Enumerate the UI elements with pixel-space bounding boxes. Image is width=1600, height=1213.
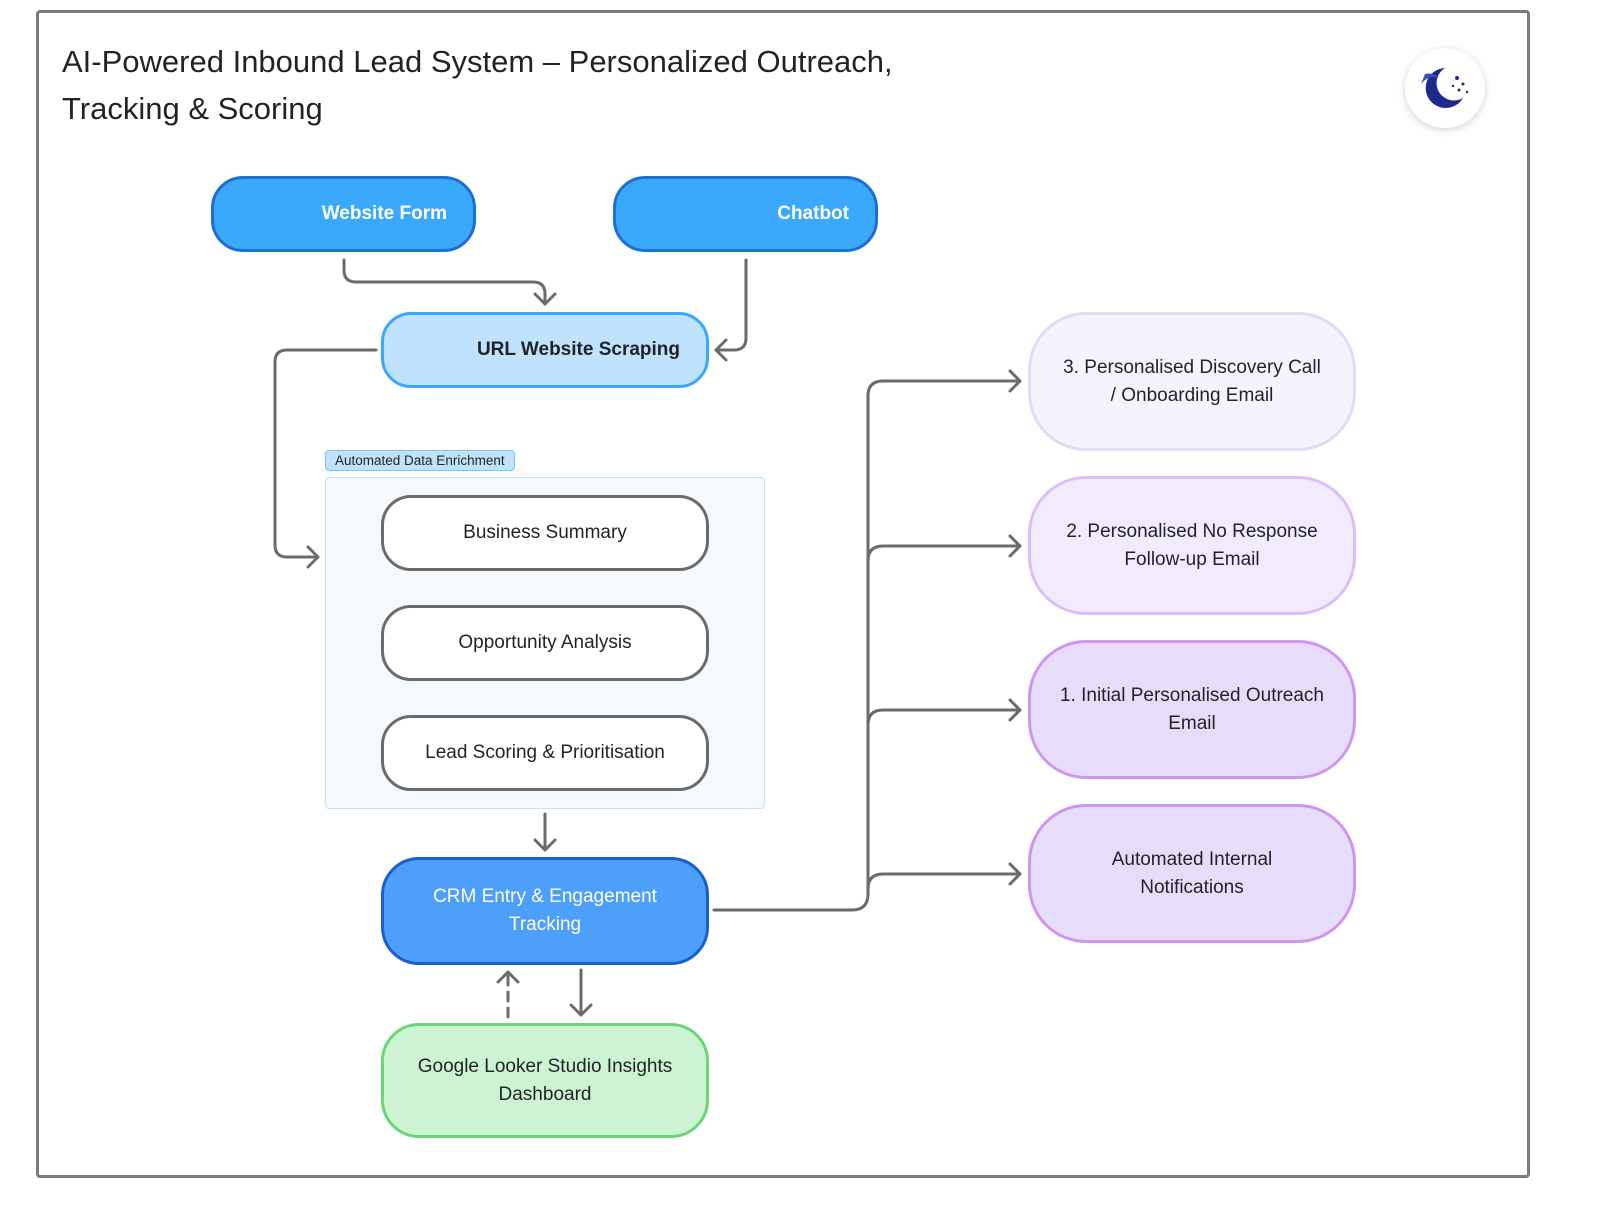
connector-scraping-to-enrichment xyxy=(273,348,378,559)
arrowhead-scraping-to-enrichment xyxy=(306,545,320,569)
enrichment-group-label: Automated Data Enrichment xyxy=(325,450,515,471)
arrowhead-crm-to-dashboard xyxy=(569,1003,593,1017)
arrowhead-output-2 xyxy=(1008,534,1022,558)
no-response-followup-node: 2. Personalised No Response Follow-up Em… xyxy=(1028,476,1356,615)
output-2-line-2: Follow-up Email xyxy=(1124,548,1260,570)
output-3-line-1: 3. Personalised Discovery Call xyxy=(1063,356,1321,378)
notifications-line-1: Automated Internal xyxy=(1111,848,1273,870)
arrowhead-enrichment-to-crm xyxy=(533,838,557,852)
initial-outreach-email-node: 1. Initial Personalised Outreach Email xyxy=(1028,640,1356,779)
website-form-label: Website Form xyxy=(321,203,447,224)
diagram-frame xyxy=(36,10,1530,1178)
arrowhead-notifications xyxy=(1008,862,1022,886)
lead-scoring-node: Lead Scoring & Prioritisation xyxy=(381,715,709,791)
url-scraping-label: URL Website Scraping xyxy=(476,339,680,360)
arrowhead-chatbot-to-scraping xyxy=(714,338,728,362)
arrowhead-output-1 xyxy=(1008,698,1022,722)
dashboard-label-line-1: Google Looker Studio Insights xyxy=(417,1055,673,1077)
title-line-2: Tracking & Scoring xyxy=(62,91,323,126)
internal-notifications-node: Automated Internal Notifications xyxy=(1028,804,1356,943)
url-scraping-node: URL Website Scraping xyxy=(381,312,709,388)
output-2-line-1: 2. Personalised No Response xyxy=(1066,520,1318,542)
arrowhead-dashboard-to-crm xyxy=(496,970,520,984)
lead-scoring-label: Lead Scoring & Prioritisation xyxy=(425,742,665,763)
connector-branch-notifications xyxy=(866,872,1022,891)
diagram-title: AI-Powered Inbound Lead System – Persona… xyxy=(62,38,962,132)
output-1-line-2: Email xyxy=(1168,712,1216,734)
chatbot-label: Chatbot xyxy=(777,203,849,224)
arrowhead-form-to-scraping xyxy=(533,292,557,306)
discovery-call-email-node: 3. Personalised Discovery Call / Onboard… xyxy=(1028,312,1356,451)
connector-chatbot-to-scraping xyxy=(714,258,748,352)
looker-dashboard-node: Google Looker Studio Insights Dashboard xyxy=(381,1023,709,1138)
moon-whale-logo-icon xyxy=(1405,48,1485,128)
arrowhead-output-3 xyxy=(1008,369,1022,393)
opportunity-analysis-label: Opportunity Analysis xyxy=(458,632,632,653)
title-line-1: AI-Powered Inbound Lead System – Persona… xyxy=(62,44,893,79)
connector-crm-trunk xyxy=(712,379,1022,912)
crm-label-line-1: CRM Entry & Engagement xyxy=(433,886,657,907)
connector-form-to-scraping xyxy=(342,258,547,306)
notifications-line-2: Notifications xyxy=(1140,876,1244,898)
opportunity-analysis-node: Opportunity Analysis xyxy=(381,605,709,681)
crm-label-line-2: Tracking xyxy=(508,914,582,935)
website-form-node: Website Form xyxy=(211,176,476,252)
connector-branch-output-1 xyxy=(866,708,1022,727)
business-summary-label: Business Summary xyxy=(463,522,627,543)
crm-entry-node: CRM Entry & Engagement Tracking xyxy=(381,857,709,965)
output-3-line-2: / Onboarding Email xyxy=(1110,384,1274,406)
connector-branch-output-2 xyxy=(866,544,1022,563)
business-summary-node: Business Summary xyxy=(381,495,709,571)
dashboard-label-line-2: Dashboard xyxy=(498,1083,592,1105)
chatbot-node: Chatbot xyxy=(613,176,878,252)
output-1-line-1: 1. Initial Personalised Outreach xyxy=(1059,684,1325,706)
